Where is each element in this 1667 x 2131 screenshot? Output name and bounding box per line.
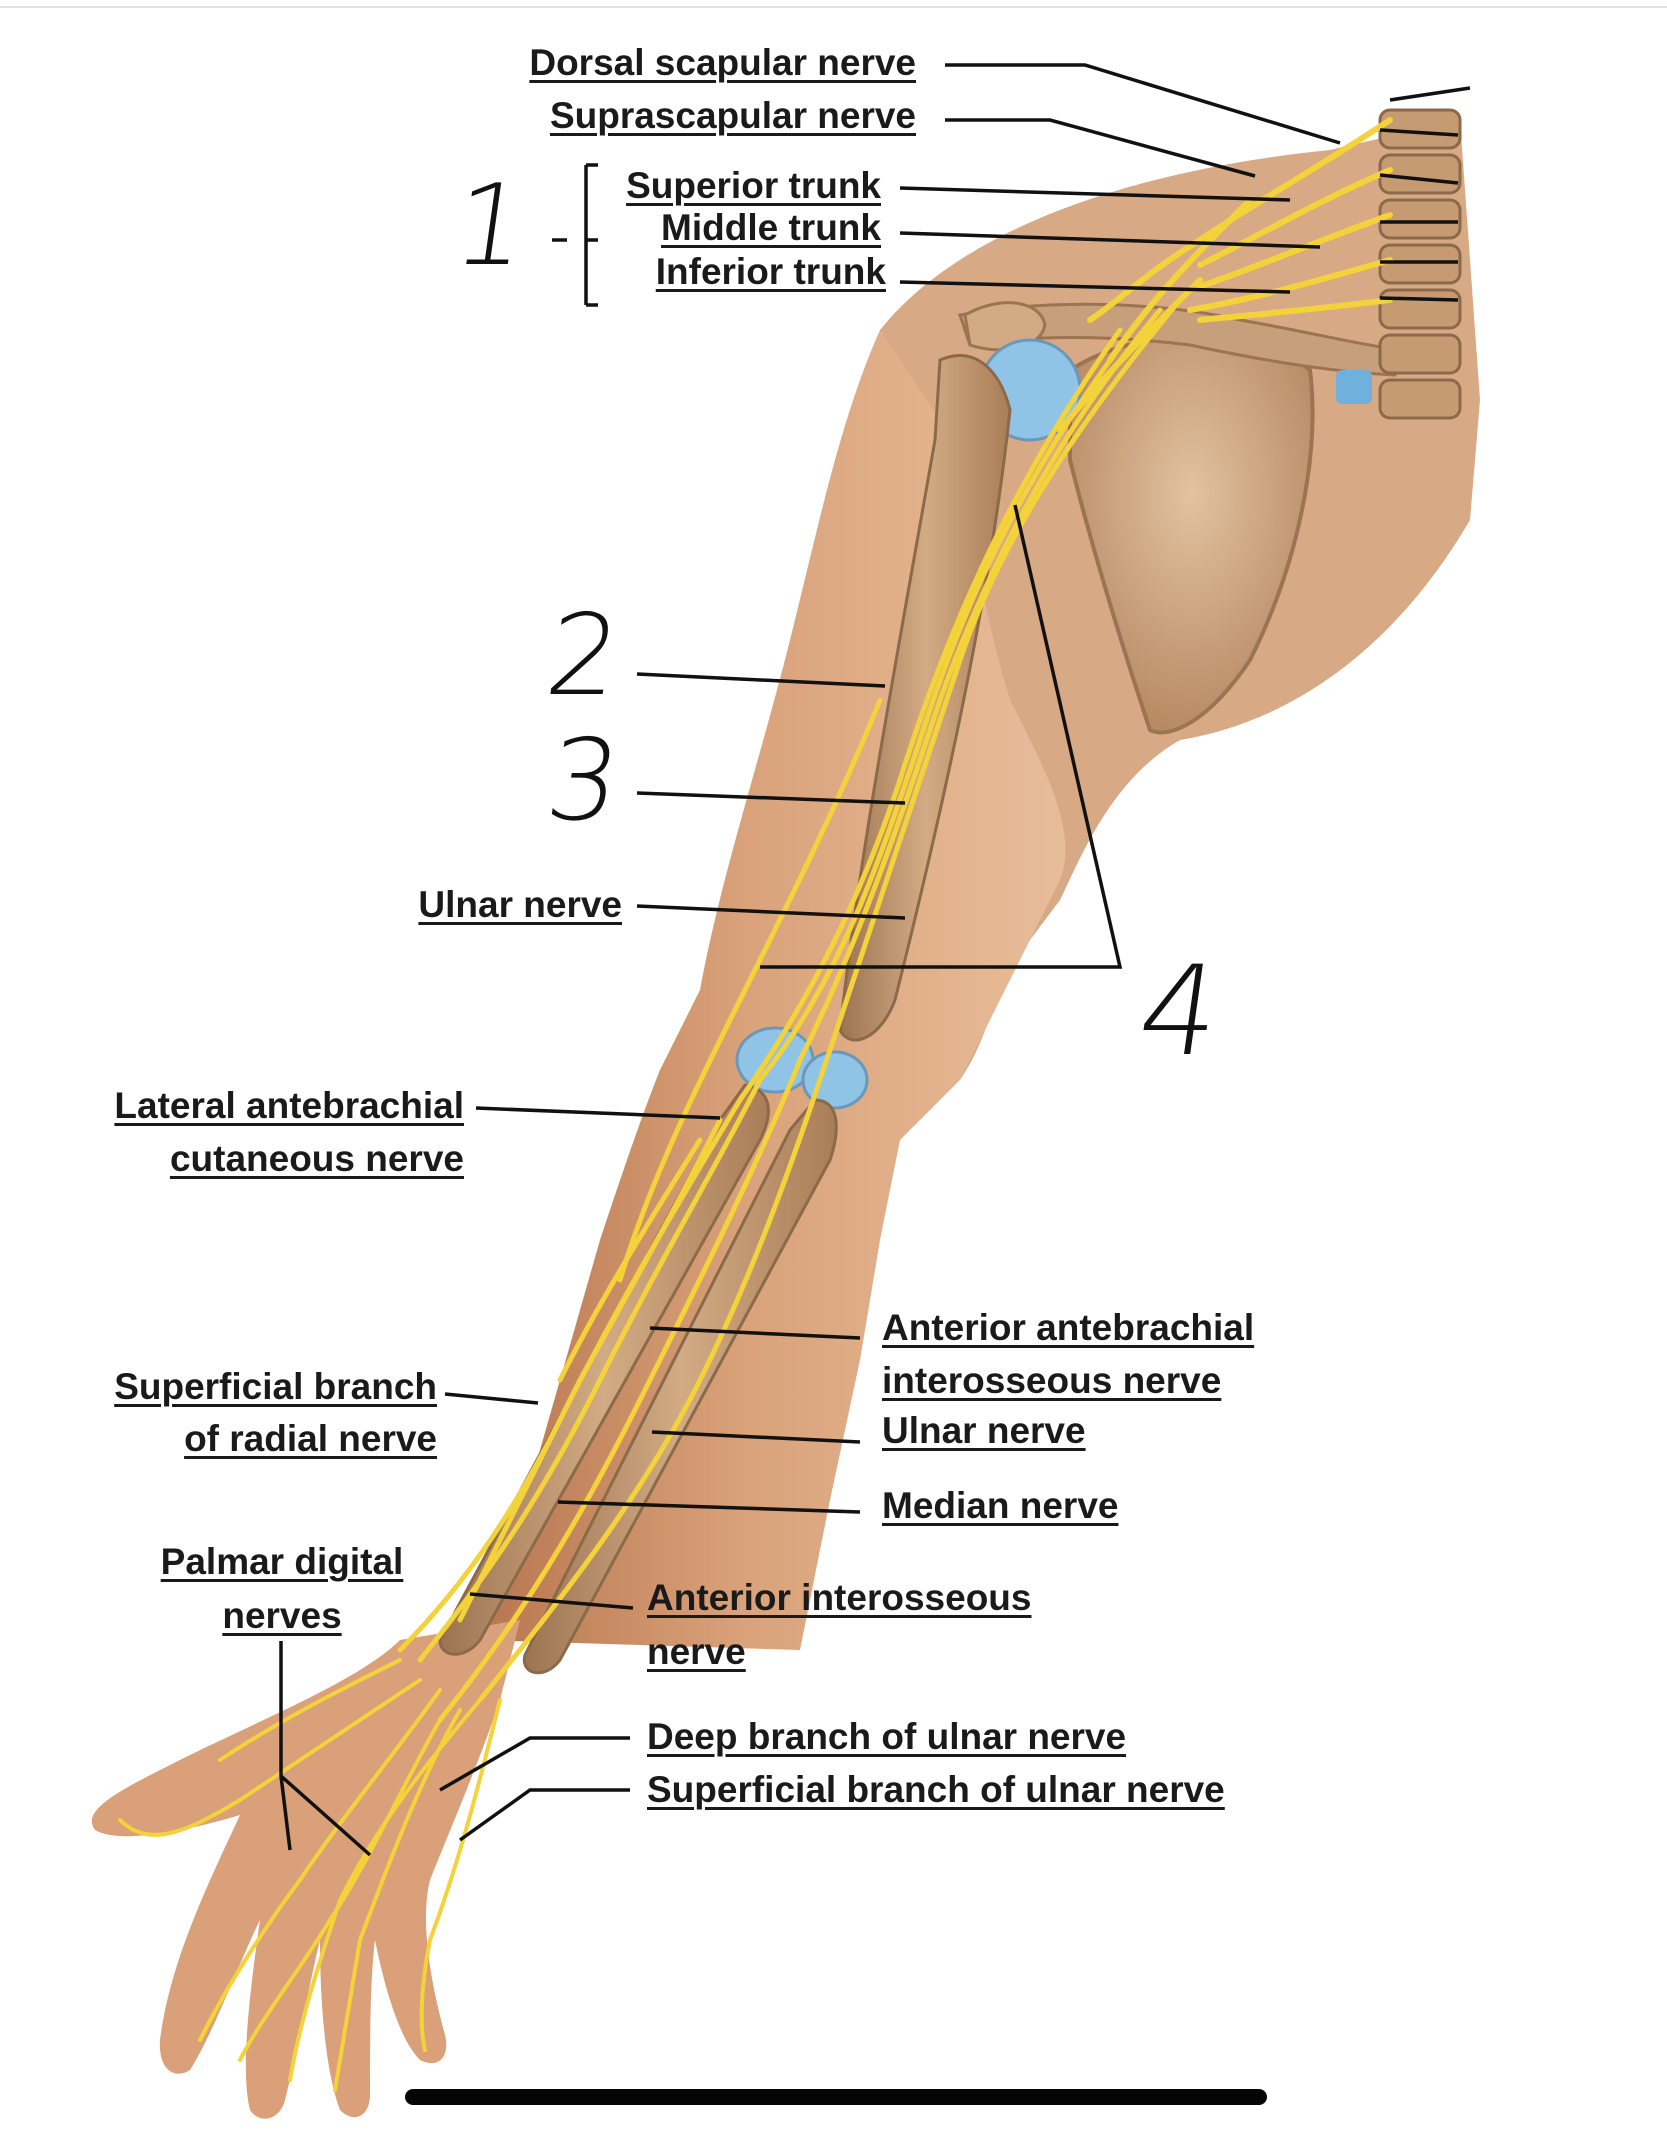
clavicle bbox=[958, 302, 1402, 377]
home-indicator-bar[interactable] bbox=[405, 2089, 1267, 2105]
label-lateral-antebrachial-line1: Lateral antebrachial bbox=[114, 1085, 464, 1126]
label-ulnar-nerve-lower: Ulnar nerve bbox=[882, 1410, 1086, 1451]
arm-nerves bbox=[397, 297, 1183, 1723]
label-superficial-radial-line1: Superficial branch bbox=[114, 1366, 437, 1407]
label-superficial-radial-line2: of radial nerve bbox=[184, 1418, 437, 1459]
label-anterior-antebrachial-line2: interosseous nerve bbox=[882, 1360, 1222, 1401]
label-median-nerve: Median nerve bbox=[882, 1485, 1119, 1526]
label-lateral-antebrachial-line2: cutaneous nerve bbox=[169, 1138, 464, 1179]
acromion bbox=[963, 301, 1047, 352]
label-middle-trunk: Middle trunk bbox=[661, 207, 881, 248]
label-suprascapular-nerve: Suprascapular nerve bbox=[549, 95, 916, 136]
label-palmar-digital-line2: nerves bbox=[222, 1595, 342, 1636]
hand-nerves bbox=[118, 1658, 502, 2092]
label-dorsal-scapular-nerve: Dorsal scapular nerve bbox=[529, 42, 916, 83]
label-ulnar-nerve-upper: Ulnar nerve bbox=[418, 884, 622, 925]
label-anterior-interosseous-line1: Anterior interosseous bbox=[647, 1577, 1032, 1618]
leader-lines bbox=[279, 63, 1471, 1857]
label-palmar-digital-line1: Palmar digital bbox=[160, 1541, 404, 1582]
elbow-cartilage-2 bbox=[801, 1050, 869, 1110]
label-superior-trunk: Superior trunk bbox=[626, 165, 881, 206]
rib-cartilage bbox=[1336, 370, 1372, 404]
label-deep-branch-ulnar: Deep branch of ulnar nerve bbox=[647, 1716, 1127, 1757]
label-anterior-antebrachial-line1: Anterior antebrachial bbox=[882, 1307, 1255, 1348]
vertebrae bbox=[1378, 108, 1462, 420]
top-divider bbox=[0, 6, 1667, 8]
label-inferior-trunk: Inferior trunk bbox=[655, 251, 886, 292]
label-anterior-interosseous-line2: nerve bbox=[647, 1631, 746, 1672]
label-superficial-branch-ulnar: Superficial branch of ulnar nerve bbox=[647, 1769, 1225, 1810]
